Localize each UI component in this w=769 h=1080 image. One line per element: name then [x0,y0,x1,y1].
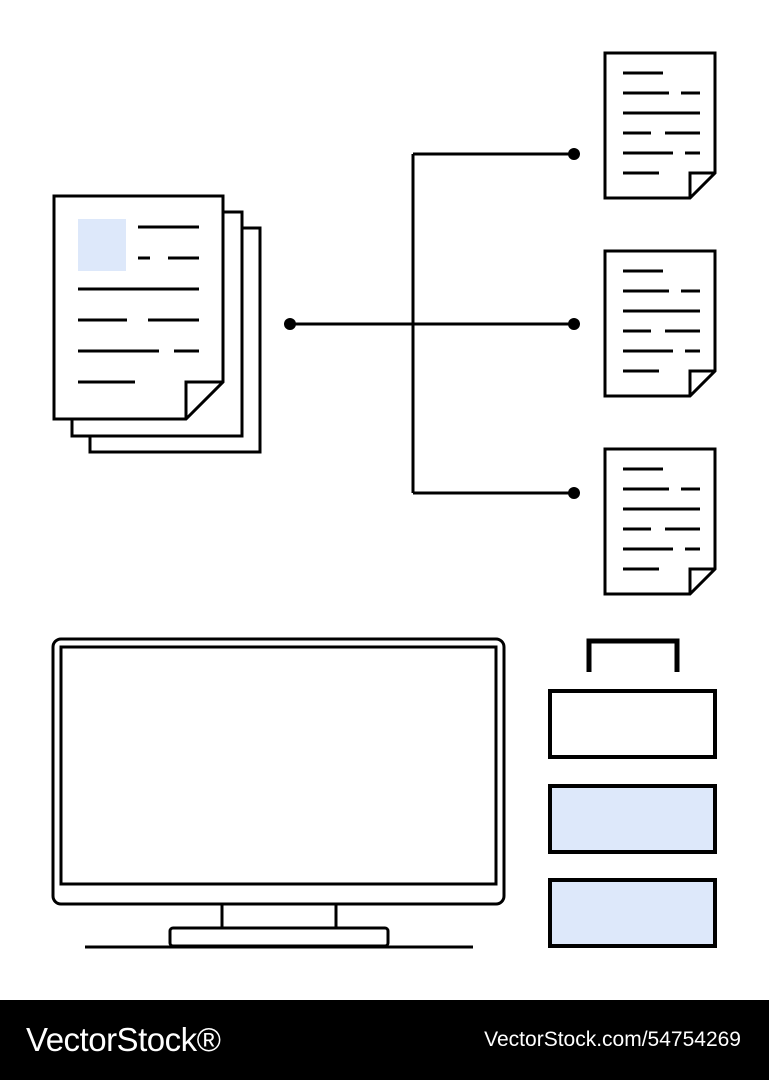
battery-terminal [589,641,677,672]
battery-segment-middle [550,786,715,852]
watermark-footer-bar: VectorStock® VectorStock.com/54754269 [0,1000,769,1080]
illustration [0,0,769,1000]
battery-icon [550,641,715,946]
connector-node-bottom [568,487,580,499]
document-icon [605,251,715,396]
monitor-neck [222,904,336,928]
connector-node-source [284,318,296,330]
monitor-icon [53,639,504,947]
watermark-image-id: VectorStock.com/54754269 [484,1028,741,1051]
monitor-stand-base [170,928,388,946]
connector-node-middle [568,318,580,330]
watermark-brand-logo: VectorStock® [26,1021,221,1058]
monitor-screen [61,647,496,884]
document-stack-text-lines [78,227,199,382]
battery-segment-top [550,691,715,757]
connector-tree [290,154,574,493]
connector-node-top [568,148,580,160]
document-stack-page-fold [186,382,223,419]
document-stack-thumbnail [78,219,126,271]
battery-segment-bottom [550,880,715,946]
document-icon [605,449,715,594]
connector-nodes [284,148,580,499]
document-icon [605,53,715,198]
document-stack-icon [54,196,260,452]
